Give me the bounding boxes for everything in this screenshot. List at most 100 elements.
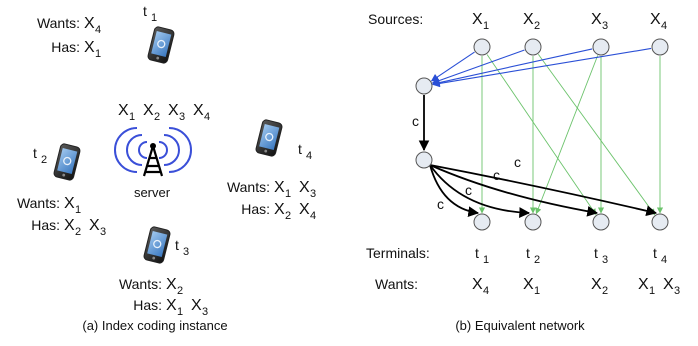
source-letter: X: [650, 11, 661, 28]
phone-screen: [147, 231, 168, 258]
side-info-edge: [537, 54, 656, 216]
phone-icon: [53, 143, 81, 181]
bottleneck-edge-label: c: [412, 113, 419, 129]
has-values-letter: X: [191, 297, 202, 314]
terminal-wants-t4-subscript: 1: [649, 285, 655, 297]
phone-button: [264, 149, 268, 153]
terminal-wants-t3-letter: X: [591, 276, 602, 293]
wants-label: Wants:: [17, 195, 60, 211]
source-subscript: 2: [534, 20, 540, 32]
terminal-letter: t: [594, 245, 598, 261]
server-holdings-letter: X: [118, 102, 129, 119]
source-node: [651, 38, 669, 56]
terminal-subscript: 4: [661, 254, 667, 266]
terminal-wants-t2-letter: X: [523, 276, 534, 293]
source-node: [592, 38, 610, 56]
terminal-letter: t: [143, 3, 147, 19]
wants-values-letter: X: [84, 15, 95, 32]
source-subscript: 3: [602, 20, 608, 32]
source-edge: [430, 51, 475, 82]
left-caption: (a) Index coding instance: [82, 318, 227, 333]
terminal-wants-t3-subscript: 2: [602, 285, 608, 297]
has-values-subscript: 1: [95, 48, 101, 60]
broadcast-edge-label: c: [437, 196, 444, 212]
source-node: [524, 38, 542, 56]
phone-gear: [157, 39, 166, 49]
wants-values-subscript: 4: [95, 24, 101, 36]
server-holdings-letter: X: [168, 102, 179, 119]
side-info-edge: [486, 54, 597, 216]
wants-values-letter: X: [166, 276, 177, 293]
terminals-label: Terminals:: [366, 245, 430, 261]
terminal-node: [651, 213, 669, 231]
has-values-letter: X: [64, 217, 75, 234]
terminal-subscript: 4: [306, 150, 312, 162]
source-edge: [432, 47, 652, 88]
has-values-subscript: 4: [310, 210, 316, 222]
server-holdings-subscript: 2: [154, 111, 160, 123]
has-label: Has:: [51, 39, 80, 55]
has-values-letter: X: [166, 297, 177, 314]
terminal-subscript: 2: [534, 254, 540, 266]
phone-icon: [147, 26, 175, 64]
sources-label: Sources:: [368, 11, 423, 27]
terminal-subscript: 3: [602, 254, 608, 266]
wants-values-subscript: 2: [177, 285, 183, 297]
has-values-subscript: 3: [202, 306, 208, 318]
has-values-subscript: 2: [75, 226, 81, 238]
phone-button: [156, 56, 160, 60]
phone-screen: [57, 148, 78, 175]
terminal-wants-t1-letter: X: [472, 276, 483, 293]
server-holdings-subscript: 3: [179, 111, 185, 123]
terminal-letter: t: [175, 237, 179, 253]
broadcast-edge-label: c: [514, 154, 521, 170]
wants-values-subscript: 3: [310, 188, 316, 200]
server-holdings-letter: X: [193, 102, 204, 119]
phone-button: [62, 173, 66, 177]
has-label: Has:: [241, 201, 270, 217]
wants-row-label: Wants:: [375, 276, 418, 292]
wants-values-letter: X: [274, 179, 285, 196]
terminal-wants-t4-subscript: 3: [674, 285, 680, 297]
decoder-node: [415, 151, 433, 169]
has-values-subscript: 2: [285, 210, 291, 222]
terminal-letter: t: [475, 245, 479, 261]
server-holdings-subscript: 4: [204, 111, 210, 123]
source-letter: X: [472, 11, 483, 28]
phone-icon: [255, 119, 283, 157]
terminal-letter: t: [526, 245, 530, 261]
source-node: [473, 38, 491, 56]
has-values-subscript: 1: [177, 306, 183, 318]
broadcast-edge-label: c: [493, 167, 500, 183]
wants-label: Wants:: [119, 276, 162, 292]
broadcast-edge: [429, 164, 480, 218]
terminal-wants-t4-letter: X: [638, 276, 649, 293]
source-subscript: 4: [661, 20, 667, 32]
source-letter: X: [523, 11, 534, 28]
has-label: Has:: [31, 217, 60, 233]
terminal-node: [592, 213, 610, 231]
phone-screen: [259, 124, 280, 151]
